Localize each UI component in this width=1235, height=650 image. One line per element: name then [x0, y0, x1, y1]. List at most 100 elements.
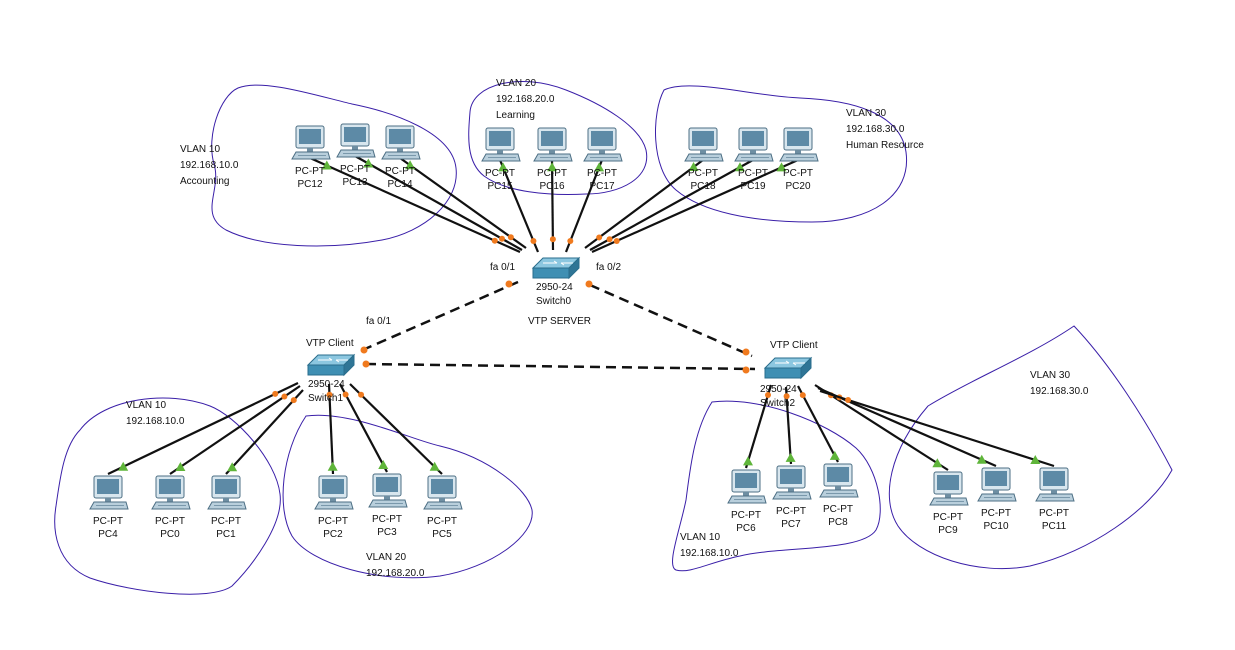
- pc-icon[interactable]: [684, 127, 724, 162]
- vlan-zone-outline: [888, 325, 1173, 570]
- pc-icon[interactable]: [336, 123, 376, 158]
- pc-name: PC9: [938, 525, 958, 536]
- link-light: [742, 366, 750, 374]
- vlan-zone-label-line: VLAN 10: [680, 532, 720, 543]
- link-light-up: [932, 458, 943, 468]
- pc-name: PC1: [216, 529, 236, 540]
- access-cable: [107, 382, 299, 475]
- pc-model: PC-PT: [211, 516, 241, 527]
- access-cable: [564, 159, 604, 253]
- pc-name: PC5: [432, 529, 452, 540]
- link-light-up: [498, 162, 509, 172]
- link-light-up: [1030, 455, 1041, 464]
- link-light: [272, 390, 279, 397]
- vlan-zone-outline: [54, 397, 281, 595]
- pc-name: PC4: [98, 529, 118, 540]
- access-cable: [309, 156, 521, 254]
- pc-icon[interactable]: [368, 473, 408, 508]
- pc-icon[interactable]: [291, 125, 331, 160]
- pc-icon[interactable]: [151, 475, 191, 510]
- pc-model: PC-PT: [155, 516, 185, 527]
- access-cable: [797, 385, 839, 463]
- vlan-zone-label-line: 192.168.20.0: [366, 568, 425, 579]
- access-cable: [498, 159, 540, 253]
- pc-icon[interactable]: [314, 475, 354, 510]
- pc-icon[interactable]: [423, 475, 463, 510]
- pc-icon[interactable]: [779, 127, 819, 162]
- pc-model: PC-PT: [537, 168, 567, 179]
- link-light: [358, 391, 365, 398]
- pc-icon[interactable]: [819, 463, 859, 498]
- link-light: [742, 348, 750, 356]
- trunk-link: [365, 362, 756, 371]
- vlan-zone-label-line: VLAN 30: [1030, 370, 1070, 381]
- pc-icon[interactable]: [929, 471, 969, 506]
- vlan-zone-label-line: 192.168.30.0: [846, 124, 905, 135]
- pc-model: PC-PT: [485, 168, 515, 179]
- pc-model: PC-PT: [738, 168, 768, 179]
- switch-icon[interactable]: [531, 256, 581, 280]
- access-cable: [744, 384, 773, 469]
- link-light: [596, 234, 603, 241]
- link-light-up: [594, 162, 605, 172]
- pc-model: PC-PT: [372, 514, 402, 525]
- vlan-zone-outline: [211, 84, 457, 247]
- port-label: fa 0/2: [596, 262, 621, 273]
- link-light: [342, 391, 349, 398]
- pc-name: PC7: [781, 519, 801, 530]
- pc-name: PC12: [297, 179, 322, 190]
- access-cable: [354, 155, 523, 251]
- pc-name: PC17: [589, 181, 614, 192]
- pc-icon[interactable]: [772, 465, 812, 500]
- vlan-zone-label-line: Accounting: [180, 176, 229, 187]
- switch-icon[interactable]: [763, 356, 813, 380]
- link-light-up: [976, 454, 987, 464]
- switch-model: 2950-24: [760, 384, 797, 395]
- pc-icon[interactable]: [481, 127, 521, 162]
- link-light: [290, 397, 297, 404]
- pc-name: PC15: [487, 181, 512, 192]
- pc-icon[interactable]: [533, 127, 573, 162]
- pc-icon[interactable]: [583, 127, 623, 162]
- link-light: [799, 392, 806, 399]
- access-cable: [591, 158, 799, 254]
- link-light: [783, 393, 790, 400]
- pc-icon[interactable]: [207, 475, 247, 510]
- switch-icon[interactable]: [306, 353, 356, 377]
- vlan-zone-label-line: 192.168.20.0: [496, 94, 555, 105]
- port-label: fa 0/1: [366, 316, 391, 327]
- access-cable: [327, 383, 335, 475]
- switch-role: VTP Client: [770, 340, 818, 351]
- vlan-zone-label-line: Learning: [496, 110, 535, 121]
- pc-model: PC-PT: [340, 164, 370, 175]
- trunk-link: [589, 283, 753, 358]
- pc-icon[interactable]: [381, 125, 421, 160]
- pc-model: PC-PT: [385, 166, 415, 177]
- links-layer: [107, 155, 1055, 475]
- switch-name: Switch2: [760, 398, 795, 409]
- switch-model: 2950-24: [536, 282, 573, 293]
- pc-icon[interactable]: [734, 127, 774, 162]
- vlan-zone-outline: [655, 85, 908, 223]
- pc-icon[interactable]: [89, 475, 129, 510]
- pc-model: PC-PT: [427, 516, 457, 527]
- link-light-up: [405, 160, 416, 170]
- pc-model: PC-PT: [981, 508, 1011, 519]
- pc-icon[interactable]: [727, 469, 767, 504]
- vlan-zone-label-line: 192.168.10.0: [680, 548, 739, 559]
- link-light: [549, 236, 556, 243]
- vlan-zone-label-line: 192.168.10.0: [180, 160, 239, 171]
- link-light-up: [227, 462, 238, 472]
- link-light-up: [547, 162, 558, 172]
- pc-icon[interactable]: [1035, 467, 1075, 502]
- switch-name: Switch1: [308, 393, 343, 404]
- link-light: [326, 391, 333, 398]
- pc-model: PC-PT: [93, 516, 123, 527]
- pc-icon[interactable]: [977, 467, 1017, 502]
- access-cable: [584, 159, 704, 249]
- pc-model: PC-PT: [688, 168, 718, 179]
- pc-model: PC-PT: [587, 168, 617, 179]
- access-cable: [589, 159, 754, 251]
